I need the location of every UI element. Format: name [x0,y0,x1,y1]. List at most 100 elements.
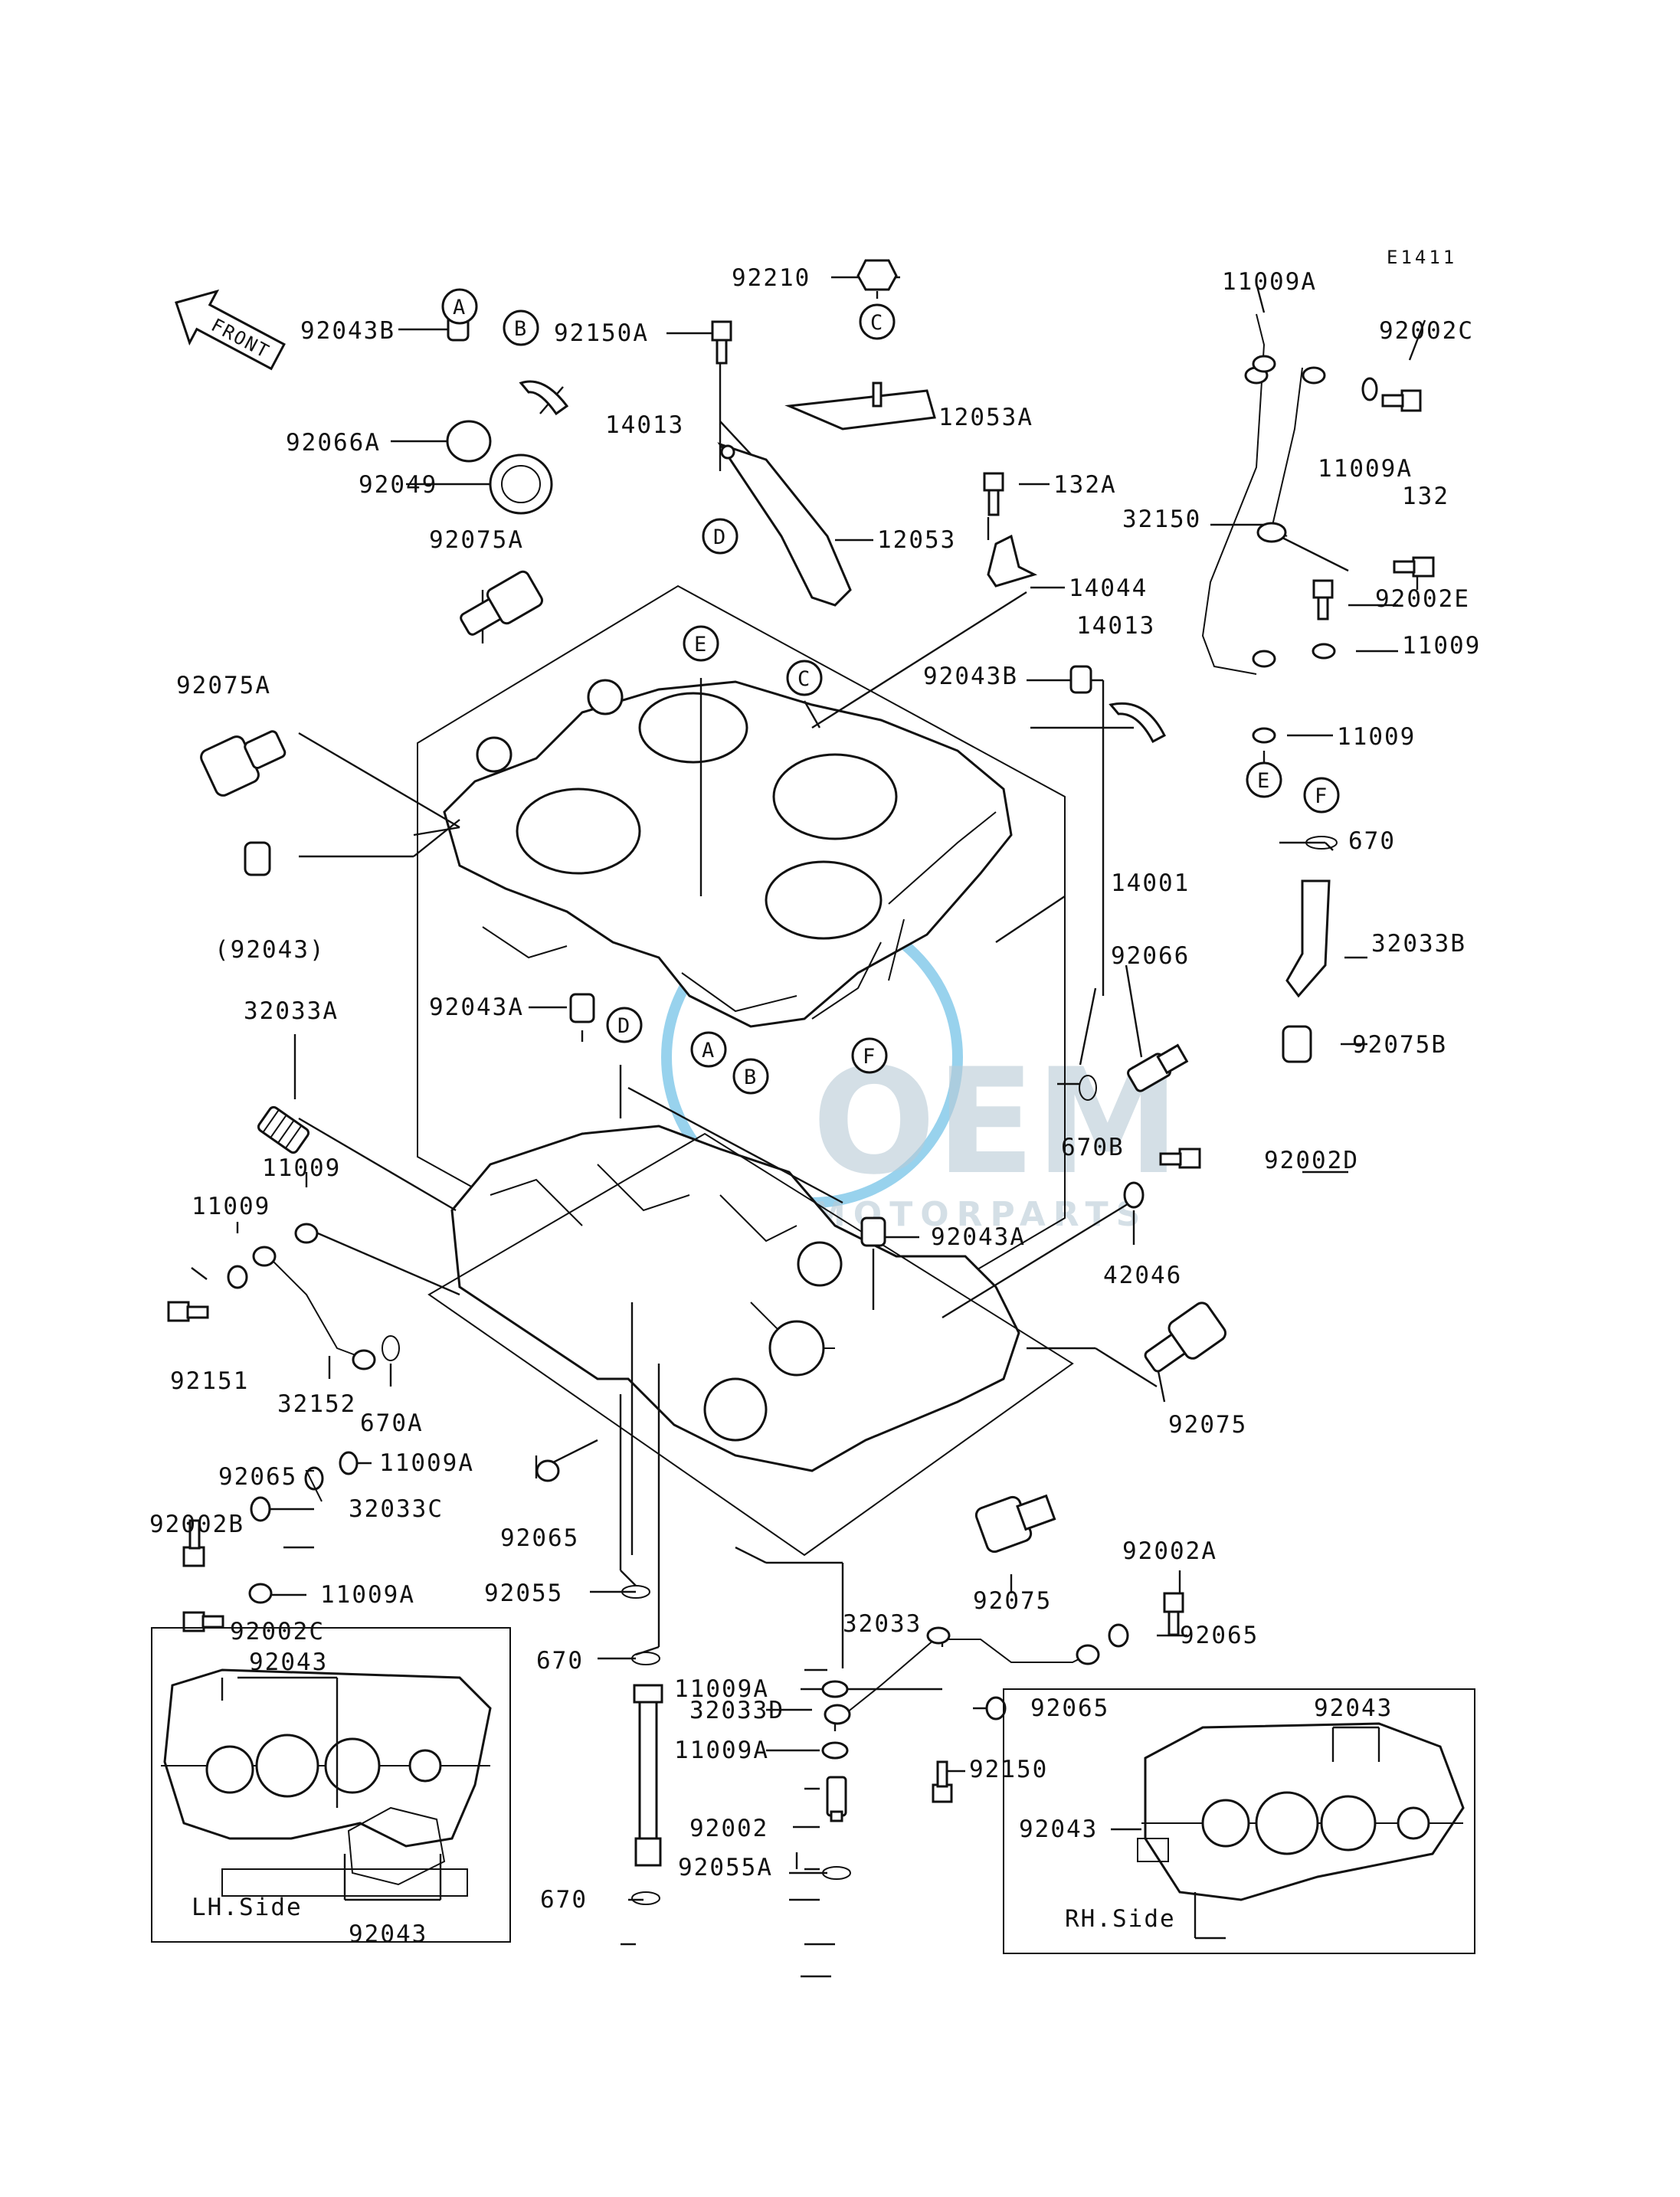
part-label: 92075 [1168,1411,1247,1439]
part-label: 92075B [1352,1031,1447,1059]
part-label: 11009 [1337,723,1416,751]
callout-c-top: C [859,303,896,340]
svg-text:B: B [744,1066,756,1089]
part-label: 132A [1053,471,1117,499]
part-label: 92002A [1122,1537,1217,1565]
svg-text:E: E [694,633,706,656]
part-label: 670 [536,1647,584,1675]
part-label: 92043 [1314,1694,1393,1722]
part-label: 92210 [732,264,811,292]
part-label: 11009A [379,1449,474,1477]
part-label: 92075A [176,672,271,699]
callout-circles: A B C D E C A B F D E F [441,288,1340,1095]
part-label: 32033A [244,997,339,1025]
svg-text:D: D [713,526,725,549]
svg-text:D: D [617,1014,630,1038]
part-label: 670 [540,1886,588,1914]
part-label: 92065 [500,1524,579,1552]
upper-crankcase [417,584,1066,1373]
part-label: 92043 [349,1920,427,1948]
part-label: 92002B [149,1511,244,1538]
part-label: 32152 [277,1390,356,1418]
part-label: 11009A [1222,268,1317,296]
front-arrow-icon: FRONT [175,289,286,371]
part-label: 11009 [1402,632,1481,660]
part-label: 11009A [674,1675,769,1703]
part-label: 92043 [1019,1816,1098,1843]
rh-side-label: RH.Side [1065,1905,1176,1933]
part-label: 32033D [689,1697,784,1724]
callout-d-mid: D [606,1007,643,1043]
part-label: 92002 [689,1815,768,1842]
part-label: 92066A [286,429,381,457]
callout-f-right: F [1303,777,1340,814]
part-label: 12053A [938,404,1033,431]
callout-e-right: E [1246,761,1282,798]
svg-text:B: B [514,317,526,341]
part-label: 14013 [1076,612,1155,640]
part-label: 92002C [1379,317,1474,345]
part-label: 92151 [170,1367,249,1395]
callout-b-top: B [503,309,539,346]
part-label: 670A [360,1410,424,1437]
part-label: 92043B [300,317,395,345]
part-labels: 92210 92150A 12053A 12053 92043B 14013 9… [149,264,1481,1914]
callout-e-mid: E [683,625,719,662]
part-label: 92150 [969,1756,1048,1783]
part-label: 14044 [1069,575,1148,602]
svg-text:F: F [863,1045,875,1069]
part-label: 670B [1061,1134,1125,1161]
part-label: 11009A [320,1581,415,1609]
part-label: 32033B [1371,930,1466,958]
part-label: 11009 [192,1193,270,1220]
part-label: 92043A [429,994,524,1021]
callout-d-top: D [702,518,738,555]
part-label: 92002C [230,1618,325,1645]
part-label: 92055 [484,1580,563,1607]
part-label: 14013 [605,411,684,439]
part-label: 92065 [1180,1622,1259,1649]
part-label: 92055A [678,1854,773,1881]
svg-text:E: E [1257,769,1269,793]
part-label: 92066 [1111,942,1190,970]
part-label: 92150A [554,319,649,347]
part-label: 92043B [923,663,1018,690]
callout-c-mid: C [786,660,823,696]
part-label: 92065 [218,1463,297,1491]
part-label: 92075 [973,1587,1052,1615]
svg-text:C: C [870,311,883,335]
part-label: 12053 [877,526,956,554]
small-parts [167,259,1435,1905]
svg-text:A: A [453,296,465,319]
part-label: 32150 [1122,506,1201,533]
part-label: 92002D [1264,1147,1359,1174]
part-label: 92049 [359,471,437,499]
part-label: 132 [1402,483,1449,510]
diagram-code: E1411 [1387,247,1457,268]
callout-b-mid: B [732,1058,769,1095]
part-label: 11009 [262,1154,341,1182]
part-label: (92043) [215,936,326,964]
svg-text:F: F [1315,784,1327,808]
svg-text:A: A [702,1039,714,1062]
lh-side-view: LH.Side 92043 [151,1627,511,1948]
rh-side-view: 92043 92043 RH.Side [1003,1688,1475,1954]
callout-a-mid: A [690,1031,727,1068]
part-label: 92043A [931,1223,1026,1251]
svg-text:C: C [797,667,810,691]
part-label: 32033 [843,1610,922,1638]
part-label: 11009A [1318,455,1413,483]
callout-a-top: A [441,288,478,325]
part-label: 14001 [1111,869,1190,897]
callout-f-mid: F [851,1037,888,1074]
part-label: 670 [1348,827,1396,855]
part-label: 11009A [674,1737,769,1764]
lower-crankcase [427,1125,1074,1557]
part-label: 92002E [1375,585,1470,613]
part-label: 42046 [1103,1262,1182,1289]
part-label: 32033C [349,1495,444,1523]
part-label: 92065 [1030,1694,1109,1722]
lh-side-label: LH.Side [192,1894,303,1921]
part-label: 92075A [429,526,524,554]
